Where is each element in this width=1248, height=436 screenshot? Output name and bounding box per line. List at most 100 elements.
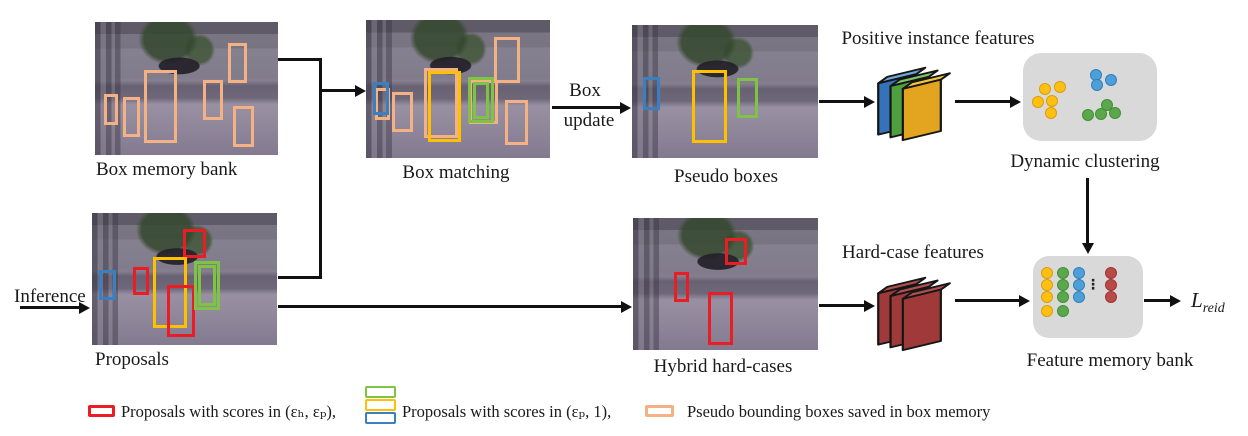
memorybank-to-loss-arrow-shaft <box>1144 299 1171 302</box>
box-update-label-bottom: update <box>563 110 615 131</box>
connector-proposals-up <box>278 276 322 279</box>
loss-reid-label: Lreid <box>1191 288 1225 317</box>
bounding-box-green <box>473 82 489 119</box>
hybrid-to-stack-arrow-head <box>864 299 875 312</box>
clustering-to-memorybank-arrow-shaft <box>1086 178 1089 244</box>
bounding-box-yellow <box>692 70 727 143</box>
green-feature-dot <box>1057 279 1069 291</box>
bounding-box-red <box>708 292 733 345</box>
hybrid-to-stack-arrow-shaft <box>819 304 865 307</box>
connector-memory-out <box>278 58 322 61</box>
bounding-box-green <box>198 265 216 306</box>
legend-swatch-yellow <box>365 399 396 411</box>
inference-arrow-shaft <box>20 306 80 309</box>
inference-label: Inference <box>14 286 86 307</box>
proposals-to-hybrid-arrow-head <box>621 300 632 313</box>
stack-to-memorybank-arrow-head <box>1019 294 1030 307</box>
hybrid-hard-cases-label: Hybrid hard-cases <box>653 356 793 377</box>
legend-text-hard-scores: Proposals with scores in (εₕ, εₚ), <box>121 402 337 421</box>
yellow-feature-dot <box>1041 267 1053 279</box>
bounding-box-red <box>183 229 206 258</box>
bounding-box-orange <box>123 97 140 137</box>
matching-arrow-shaft <box>320 89 356 92</box>
blue-feature-dot <box>1073 279 1085 291</box>
green-feature-dot <box>1057 291 1069 303</box>
red-feature-dot <box>1105 291 1117 303</box>
legend-text-pseudo-boxes: Pseudo bounding boxes saved in box memor… <box>687 402 991 421</box>
bounding-box-green <box>194 261 220 310</box>
yellow-feature-dot <box>1054 81 1066 93</box>
bounding-box-orange <box>505 100 528 145</box>
bounding-box-orange <box>104 94 118 125</box>
bounding-box-yellow <box>428 71 461 142</box>
clustering-to-memorybank-arrow-head <box>1081 243 1094 254</box>
stack-to-memorybank-arrow-shaft <box>955 299 1020 302</box>
bounding-box-orange <box>233 106 254 147</box>
proposals-to-hybrid-arrow-shaft <box>278 305 622 308</box>
blue-feature-dot <box>1091 79 1103 91</box>
legend-swatch-blue <box>365 412 396 424</box>
bounding-box-blue <box>373 82 389 115</box>
pseudo-boxes-label: Pseudo boxes <box>674 166 778 187</box>
hard-case-features-label: Hard-case features <box>842 242 984 263</box>
hybrid-hard-cases-image <box>633 218 818 350</box>
dynamic-clustering-box <box>1023 53 1157 141</box>
bounding-box-red <box>674 272 689 302</box>
green-feature-dot <box>1095 108 1107 120</box>
box-update-label-top: Box <box>569 80 601 101</box>
yellow-feature-dot <box>1041 279 1053 291</box>
pseudo-boxes-image <box>632 25 818 158</box>
box-memory-bank-image <box>95 22 278 155</box>
red-feature-dot <box>1105 267 1117 279</box>
bounding-box-green <box>468 77 494 123</box>
bounding-box-red <box>133 267 149 295</box>
box-matching-label: Box matching <box>402 162 510 183</box>
yellow-feature-dot <box>1045 107 1057 119</box>
stack-to-clustering-arrow-head <box>1010 95 1021 108</box>
legend-text-positive-scores: Proposals with scores in (εₚ, 1), <box>402 402 612 421</box>
feature-memory-bank-label: Feature memory bank <box>1026 350 1194 371</box>
proposals-label: Proposals <box>95 349 169 370</box>
feature-memory-bank-box: ⋮ <box>1033 256 1143 338</box>
box-matching-image <box>366 20 550 158</box>
bounding-box-orange <box>494 37 520 83</box>
yellow-feature-dot <box>1032 96 1044 108</box>
matching-arrow-head <box>355 84 366 97</box>
positive-feature-stack-icon <box>877 66 951 142</box>
pseudo-to-stack-arrow-head <box>864 95 875 108</box>
memory-bank-ellipsis: ⋮ <box>1086 278 1100 293</box>
red-feature-dot <box>1105 279 1117 291</box>
bounding-box-orange <box>203 80 223 120</box>
stack-to-clustering-arrow-shaft <box>955 100 1011 103</box>
connector-vertical-merge <box>319 58 322 279</box>
blue-feature-dot <box>1073 267 1085 279</box>
yellow-feature-dot <box>1039 83 1051 95</box>
legend-swatch-green <box>365 386 396 398</box>
pseudo-to-stack-arrow-shaft <box>819 100 865 103</box>
green-feature-dot <box>1057 267 1069 279</box>
bounding-box-orange <box>392 92 413 132</box>
hard-case-feature-stack-icon <box>877 276 951 352</box>
legend-swatch-orange <box>645 405 674 417</box>
green-feature-dot <box>1082 109 1094 121</box>
bounding-box-green <box>737 78 758 118</box>
box-update-arrow-shaft <box>552 106 621 109</box>
bounding-box-blue <box>99 270 116 300</box>
bounding-box-red <box>167 285 195 337</box>
yellow-feature-dot <box>1046 95 1058 107</box>
bounding-box-orange <box>144 70 177 143</box>
yellow-feature-dot <box>1041 291 1053 303</box>
blue-feature-dot <box>1073 291 1085 303</box>
bounding-box-orange <box>424 68 458 138</box>
bounding-box-red <box>725 238 747 265</box>
legend-swatch-red <box>88 405 115 417</box>
bounding-box-yellow <box>153 257 187 328</box>
yellow-feature-dot <box>1041 305 1053 317</box>
green-feature-dot <box>1057 305 1069 317</box>
positive-instance-features-label: Positive instance features <box>841 28 1035 49</box>
inference-arrow-head <box>79 301 90 314</box>
bounding-box-orange <box>228 43 247 83</box>
box-memory-bank-label: Box memory bank <box>96 159 238 180</box>
blue-feature-dot <box>1105 74 1117 86</box>
